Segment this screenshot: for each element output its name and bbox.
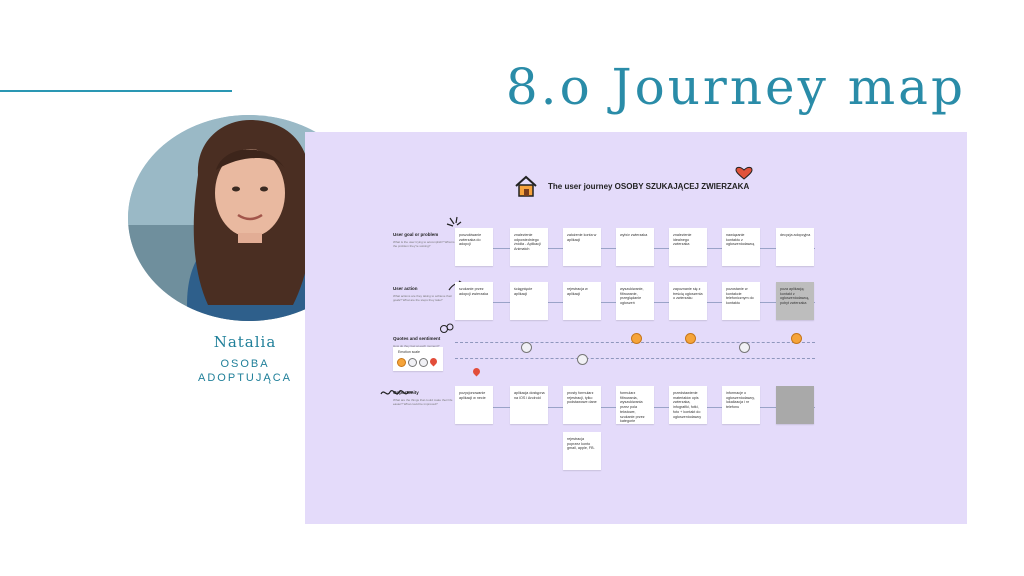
opportunity-note: formularz filtrowania, wyszukiwania prze… (616, 386, 654, 424)
sentiment-line (455, 358, 815, 359)
row-label-title: Quotes and sentiment (393, 336, 441, 341)
emotion-neutral-icon (408, 358, 417, 367)
action-note: rejestracja w aplikacji (563, 282, 601, 320)
action-note: szukanie przez adopcji zwierzaka (455, 282, 493, 320)
opportunity-note: pozycjonowanie aplikacji w necie (455, 386, 493, 424)
row-label-description: How do they feel at each moment? (393, 344, 440, 348)
goal-note: poszukiwanie zwierzaka do adopcji (455, 228, 493, 266)
squiggle-doodle-icon (380, 390, 413, 395)
opportunity-note: aplikacja dostępna na iOS i Android (510, 386, 548, 424)
sparkle-icon (446, 216, 462, 227)
opportunity-note: prosty formularz rejestracji, tylko pods… (563, 386, 601, 424)
goal-note: znalezienie odpowiedniego źródła - Aplik… (510, 228, 548, 266)
persona-role-line: ADOPTUJĄCA (198, 372, 292, 384)
journey-board: The user journey OSOBY SZUKAJĄCEJ ZWIERZ… (305, 132, 967, 524)
emotion-legend: Emotion scale (393, 347, 443, 371)
row-label-description: What is the user trying to accomplish? W… (393, 240, 455, 248)
emotion-neutral-icon (419, 358, 428, 367)
home-icon (515, 175, 537, 197)
smiley-doodle-icon (440, 323, 454, 333)
goal-note: znalezienie idealnego zwierzaka (669, 228, 707, 266)
page-title: 8.o Journey map (505, 58, 966, 116)
emotion-heart-icon (471, 366, 482, 377)
emotion-legend-label: Emotion scale (398, 350, 420, 354)
action-note: pozostanie w kontakcie telefonicznym do … (722, 282, 760, 320)
emotion-heart-icon (428, 356, 439, 367)
emotion-warm-icon (631, 333, 642, 344)
opportunity-note: przedstawienie materiałów opis zwierzaka… (669, 386, 707, 424)
row-label-title: User action (393, 286, 418, 291)
persona-name: Natalia (213, 333, 277, 351)
opportunity-note-extra: rejestracja poprzez konto gmail, apple, … (563, 432, 601, 470)
board-title: The user journey OSOBY SZUKAJĄCEJ ZWIERZ… (548, 182, 750, 191)
goal-note: założenie konta w aplikacji (563, 228, 601, 266)
persona-role: OSOBA ADOPTUJĄCA (160, 357, 330, 385)
action-note: poza aplikacją: kontakt z ogłoszeniodawc… (776, 282, 814, 320)
goal-note: wybór zwierzaka (616, 228, 654, 266)
persona-role-line: OSOBA (220, 358, 270, 370)
emotion-neutral-icon (521, 342, 532, 353)
opportunity-note: informacje o ogłoszeniodawcy, lokalizacj… (722, 386, 760, 424)
goal-note: nawiązanie kontaktu z ogłoszeniodawcą (722, 228, 760, 266)
title-rule (0, 90, 232, 92)
row-label-description: What actions are they taking to achieve … (393, 294, 453, 302)
action-note: ściągnięcie aplikacji (510, 282, 548, 320)
action-note: wyszukiwanie, filtrowanie, przeglądanie … (616, 282, 654, 320)
row-label-title: Opportunity (393, 390, 419, 395)
emotion-neutral-icon (577, 354, 588, 365)
row-label-description: What are the things that could make thei… (393, 398, 453, 406)
action-note: zapoznanie się z treścią ogłoszenia o zw… (669, 282, 707, 320)
emotion-warm-icon (685, 333, 696, 344)
heart-icon (735, 166, 753, 180)
emotion-warm-icon (397, 358, 406, 367)
emotion-warm-icon (791, 333, 802, 344)
opportunity-note (776, 386, 814, 424)
goal-note: decyzja adopcyjna (776, 228, 814, 266)
emotion-neutral-icon (739, 342, 750, 353)
row-label-title: User goal or problem (393, 232, 439, 237)
